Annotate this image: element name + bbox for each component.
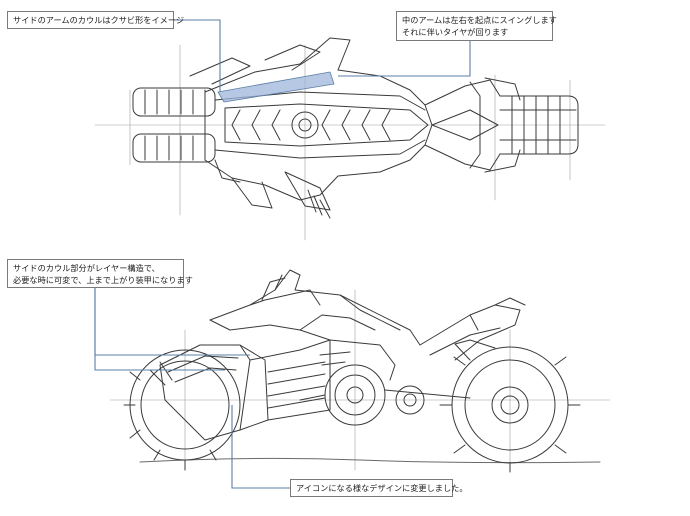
annotation-icon-design: アイコンになる様なデザインに変更しました。 (290, 479, 468, 497)
side-view-sketch (109, 269, 611, 473)
wedge-cowl-highlight (217, 71, 335, 103)
annotation-arm-swing-line-2: それに伴いタイヤが回ります (402, 27, 509, 37)
top-view-front-arm (424, 77, 521, 173)
side-view-frame (209, 269, 421, 346)
top-view-body (189, 37, 433, 219)
side-view-engine (299, 339, 471, 426)
top-view-front-tire (499, 95, 579, 155)
leader-lines (94, 19, 471, 489)
leader-line-layer-lower (94, 288, 225, 371)
annotation-cowl-wedge: サイドのアームのカウルはクサビ形をイメージ (7, 11, 185, 29)
side-view-front-wheel (439, 339, 581, 473)
ground-line (139, 457, 601, 464)
top-view-sketch (94, 37, 606, 241)
leader-line-cowl-wedge (174, 19, 221, 92)
annotation-cowl-wedge-text: サイドのアームのカウルはクサビ形をイメージ (13, 15, 185, 25)
side-view-rear-wheel (123, 349, 241, 471)
annotation-layer-structure: サイドのカウル部分がレイヤー構造で、 必要な時に可変で、上まで上がり装甲になりま… (7, 259, 193, 288)
side-view-front-cowl (419, 297, 526, 361)
leader-line-icon (231, 405, 290, 489)
annotation-layer-line-1: サイドのカウル部分がレイヤー構造で、 (13, 263, 160, 273)
annotation-arm-swing-line-1: 中のアームは左右を起点にスイングします (402, 15, 557, 25)
annotation-arm-swing: 中のアームは左右を起点にスイングします それに伴いタイヤが回ります (396, 11, 557, 41)
top-view-guide-lines (94, 44, 606, 241)
top-view-rear-tire (132, 87, 216, 163)
annotation-layer-line-2: 必要な時に可変で、上まで上がり装甲になります (13, 275, 193, 285)
leader-line-arm-swing (338, 41, 471, 77)
annotation-icon-design-text: アイコンになる様なデザインに変更しました。 (296, 483, 468, 493)
